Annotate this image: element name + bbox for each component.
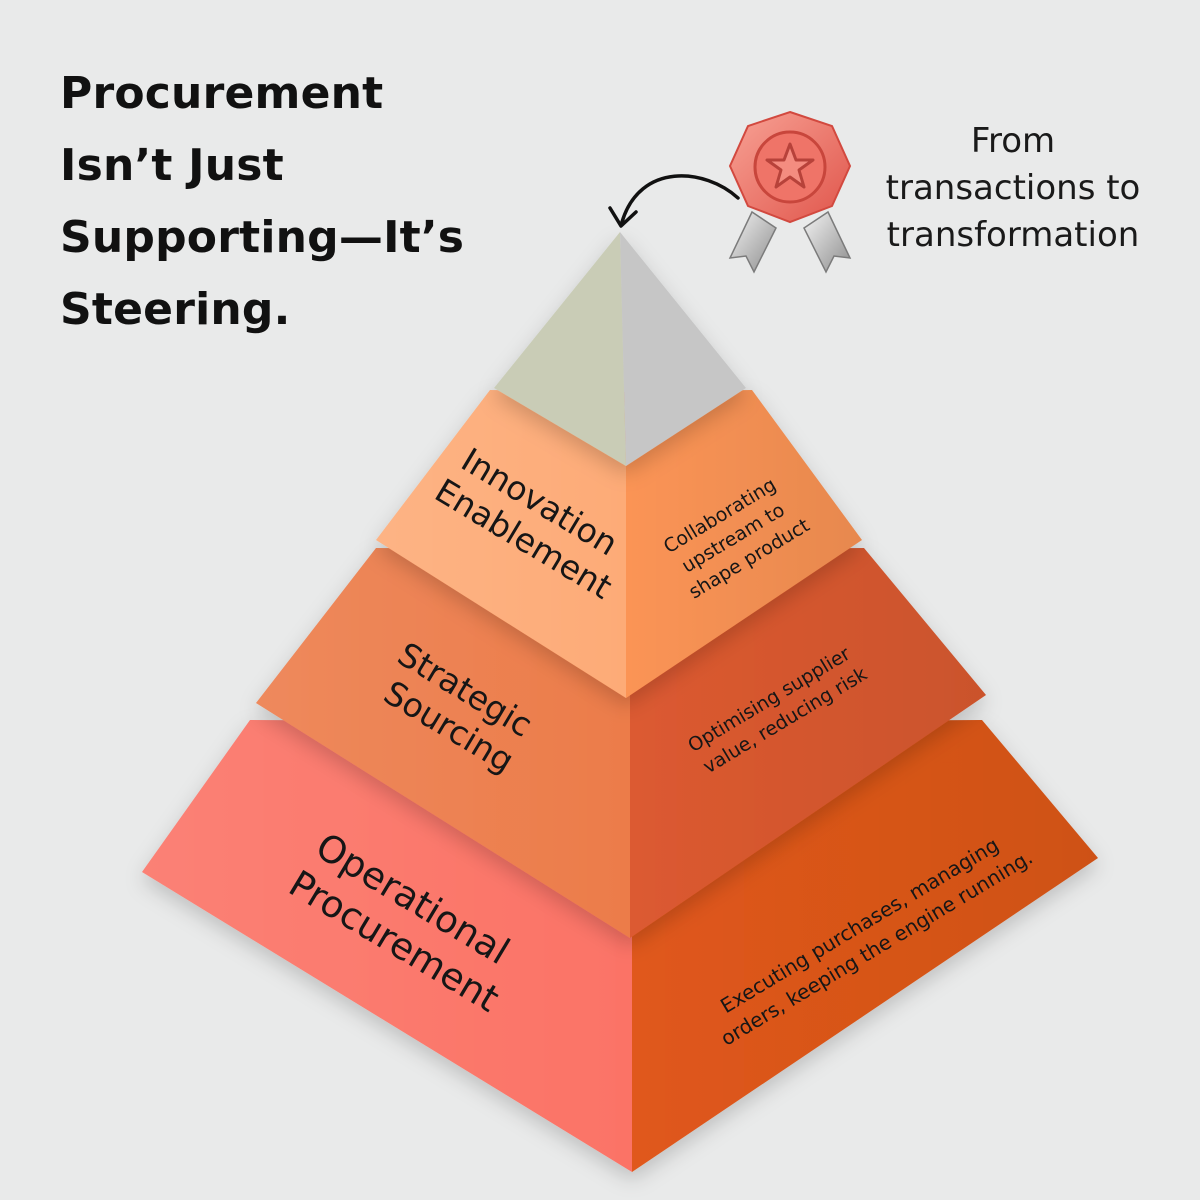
tier-innovation bbox=[376, 390, 862, 698]
pointer-arrow bbox=[608, 174, 740, 228]
tagline: From transactions to transformation bbox=[858, 118, 1168, 259]
award-ribbon-star-icon bbox=[728, 110, 852, 274]
apex-left-face bbox=[494, 232, 626, 466]
headline-line-4: Steering. bbox=[60, 284, 291, 335]
pyramid-apex bbox=[494, 232, 746, 466]
tagline-line-3: transformation bbox=[886, 215, 1140, 255]
tagline-line-2: transactions to bbox=[885, 168, 1141, 208]
headline: Procurement Isn’t Just Supporting—It’s S… bbox=[60, 58, 464, 346]
tagline-line-1: From bbox=[970, 121, 1056, 161]
headline-line-1: Procurement bbox=[60, 68, 384, 119]
tier-strategic bbox=[256, 548, 986, 938]
headline-line-2: Isn’t Just bbox=[60, 140, 284, 191]
apex-right-face bbox=[620, 232, 746, 466]
headline-line-3: Supporting—It’s bbox=[60, 212, 465, 263]
